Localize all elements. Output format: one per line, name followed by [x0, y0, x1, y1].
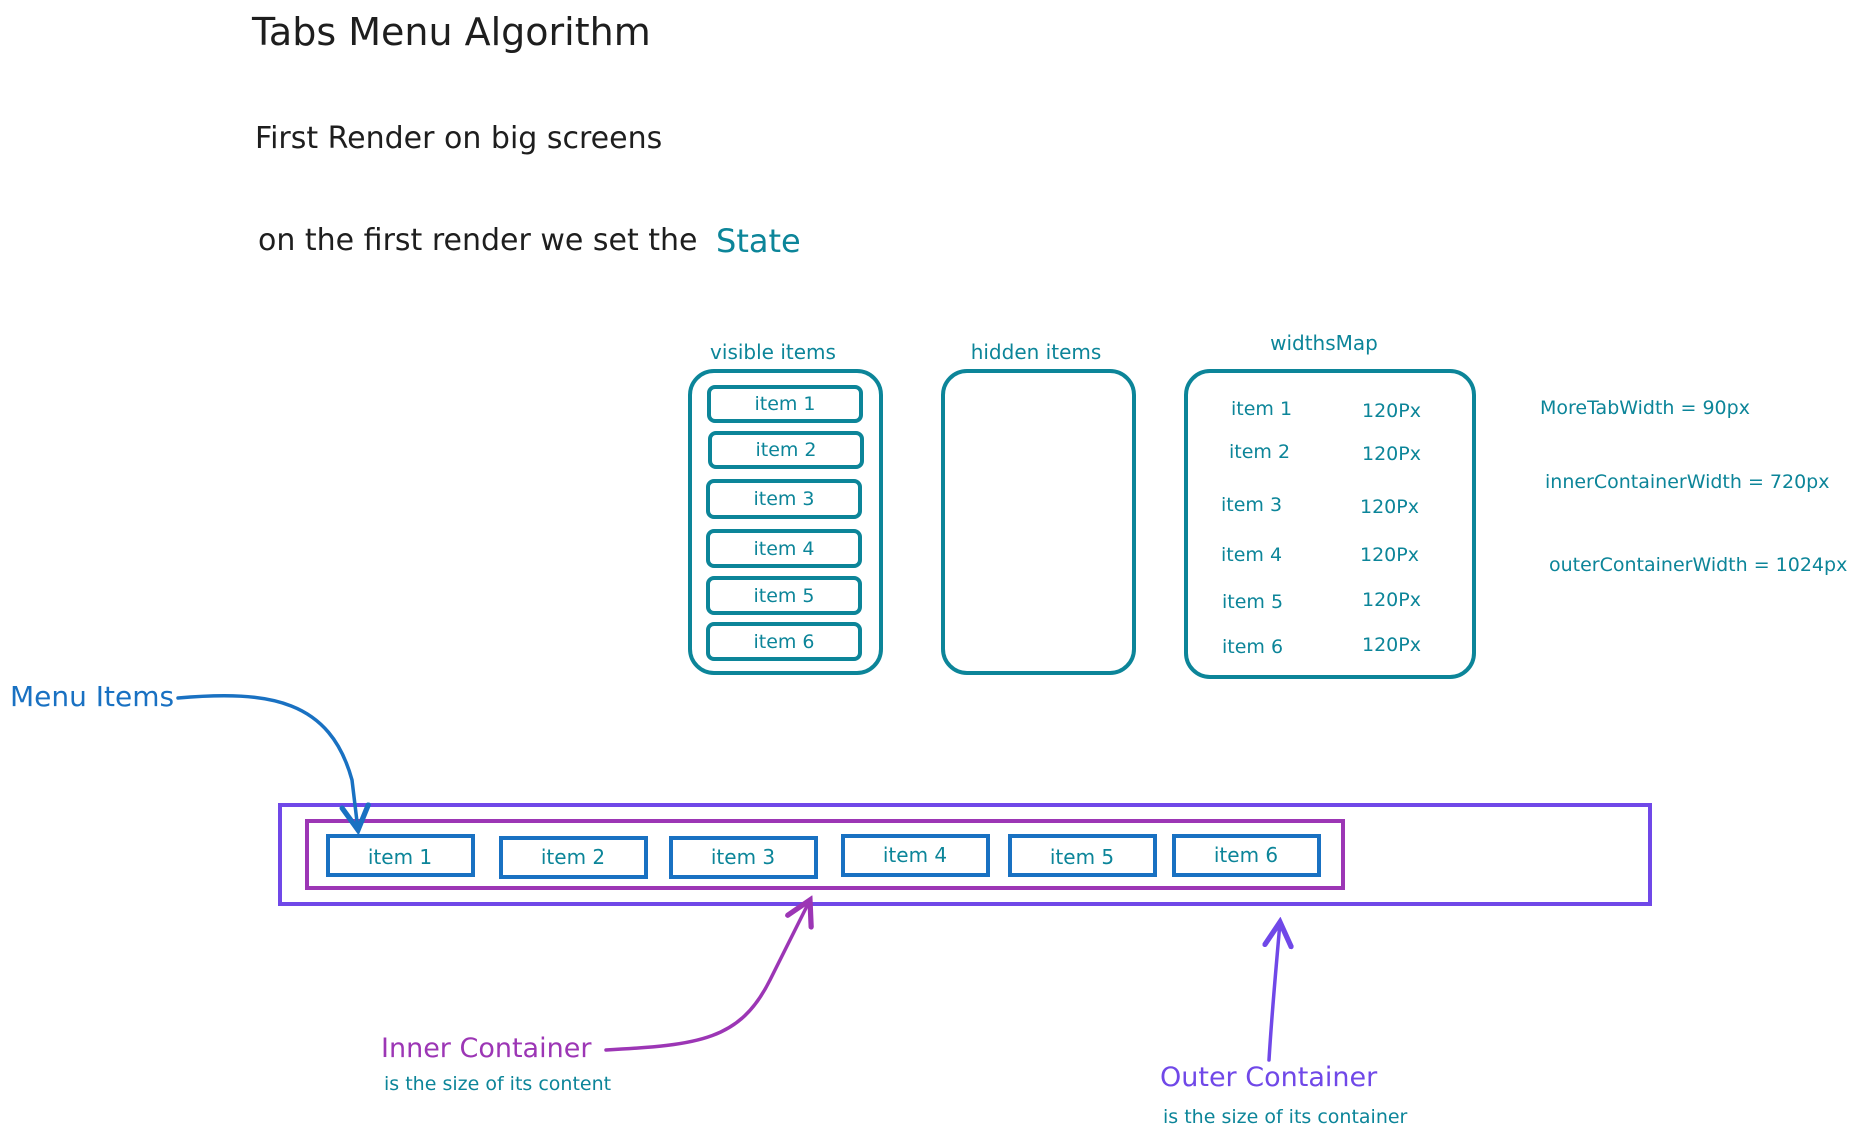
- outer-container-box: [278, 803, 1652, 906]
- hidden-items-box: [941, 369, 1136, 675]
- menu-tab: item 1: [368, 845, 432, 869]
- menu-tab: item 6: [1214, 843, 1278, 867]
- widths-map-width: 120Px: [1360, 496, 1419, 518]
- menu-tab: item 5: [1050, 845, 1114, 869]
- menu-items-arrow: [176, 693, 358, 830]
- visible-item-box: [706, 479, 862, 519]
- widths-map-item: item 1: [1231, 398, 1292, 420]
- visible-items-label: visible items: [710, 340, 836, 364]
- menu-tab-box: [841, 834, 990, 877]
- widths-map-item: item 4: [1221, 544, 1282, 566]
- widths-map-item: item 3: [1221, 494, 1282, 516]
- widths-map-width: 120Px: [1362, 634, 1421, 656]
- visible-items-box: [688, 369, 883, 675]
- visible-item-box: [707, 385, 863, 423]
- widths-map-item: item 5: [1222, 591, 1283, 613]
- widths-map-width: 120Px: [1360, 544, 1419, 566]
- menu-tabs: item 1 item 2 item 3 item 4 item 5 item …: [326, 834, 1321, 879]
- visible-items-list: item 1 item 2 item 3 item 4 item 5 item …: [706, 385, 864, 661]
- widths-map-box: [1184, 369, 1476, 679]
- menu-tab-box: [1172, 834, 1321, 877]
- widths-map-width: 120Px: [1362, 400, 1421, 422]
- hidden-items-label: hidden items: [971, 340, 1102, 364]
- page-subtitle: First Render on big screens: [255, 121, 662, 156]
- menu-items-label: Menu Items: [10, 680, 174, 713]
- widths-map-label: widthsMap: [1270, 331, 1378, 355]
- intro-text: on the first render we set the: [258, 223, 698, 258]
- outer-container-width: outerContainerWidth = 1024px: [1549, 554, 1847, 576]
- visible-item: item 6: [753, 631, 814, 653]
- visible-item: item 4: [753, 538, 814, 560]
- outer-container-arrow: [1269, 922, 1280, 1062]
- menu-tab-box: [669, 836, 818, 879]
- inner-container-box: [305, 819, 1345, 890]
- visible-item-box: [706, 529, 862, 568]
- outer-container-label: Outer Container: [1160, 1062, 1378, 1093]
- visible-item: item 3: [753, 488, 814, 510]
- inner-container-label: Inner Container: [381, 1033, 592, 1064]
- menu-tab-box: [1008, 834, 1157, 877]
- inner-container-note: is the size of its content: [384, 1073, 611, 1095]
- outer-container-note: is the size of its container: [1163, 1106, 1408, 1128]
- visible-item: item 1: [754, 393, 815, 415]
- inner-container-arrow: [604, 900, 810, 1052]
- menu-tab: item 4: [883, 843, 947, 867]
- menu-tab: item 3: [711, 845, 775, 869]
- more-tab-width: MoreTabWidth = 90px: [1540, 397, 1750, 419]
- visible-item-box: [706, 622, 862, 661]
- widths-map-rows: item 1 120Px item 2 120Px item 3 120Px i…: [1221, 398, 1421, 658]
- state-highlight: State: [716, 222, 801, 260]
- widths-map-width: 120Px: [1362, 589, 1421, 611]
- widths-map-width: 120Px: [1362, 443, 1421, 465]
- widths-map-item: item 2: [1229, 441, 1290, 463]
- visible-item: item 5: [753, 585, 814, 607]
- menu-tab-box: [326, 834, 475, 877]
- widths-map-item: item 6: [1222, 636, 1283, 658]
- menu-tab: item 2: [541, 845, 605, 869]
- visible-item-box: [706, 576, 862, 615]
- page-title: Tabs Menu Algorithm: [251, 10, 651, 54]
- visible-item: item 2: [755, 439, 816, 461]
- menu-tab-box: [499, 836, 648, 879]
- inner-container-width: innerContainerWidth = 720px: [1545, 471, 1829, 493]
- visible-item-box: [708, 431, 864, 469]
